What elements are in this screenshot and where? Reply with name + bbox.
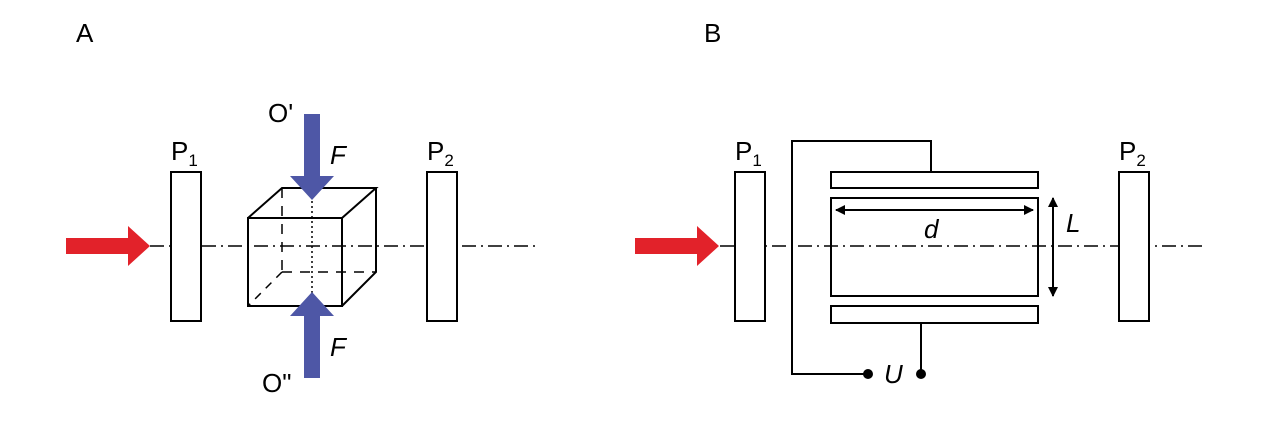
force-arrow-bottom (290, 292, 334, 378)
force-bottom-label: F (330, 332, 348, 362)
dimension-d-label: d (924, 214, 940, 244)
cube-right-face (341, 188, 377, 307)
electrode-bottom (830, 305, 1039, 324)
polarizer-1-a-label: P1 (171, 136, 198, 170)
polarizer-2-b (1118, 171, 1150, 322)
polarizer-1-b (734, 171, 766, 322)
panel-a-label: A (76, 18, 94, 48)
cube-top-face (247, 187, 379, 219)
cube-hidden-edge-depth (247, 271, 283, 307)
electrode-top (830, 171, 1039, 189)
light-arrow-b (635, 226, 719, 266)
cube-front-face (247, 217, 343, 307)
dimension-l-label: L (1066, 208, 1080, 238)
origin-top-label: O' (268, 98, 293, 128)
panel-a: A P1 P2 O' O" F F (66, 18, 540, 398)
terminal-left (863, 369, 873, 379)
origin-bottom-label: O" (262, 368, 291, 398)
light-arrow-a (66, 226, 150, 266)
wire-left (791, 140, 932, 375)
force-arrow-top (290, 114, 334, 200)
polarizer-2-a-label: P2 (427, 136, 454, 170)
polarizer-1-a (170, 171, 202, 322)
crystal-cube (247, 187, 379, 307)
voltage-label: U (884, 359, 903, 389)
terminal-right (916, 369, 926, 379)
panel-b: B P1 P2 U d L (635, 18, 1205, 389)
polarizer-2-a (426, 171, 458, 322)
crystal (830, 197, 1039, 297)
panel-b-label: B (704, 18, 721, 48)
polarizer-1-b-label: P1 (735, 136, 762, 170)
force-top-label: F (330, 140, 348, 170)
polarizer-2-b-label: P2 (1119, 136, 1146, 170)
